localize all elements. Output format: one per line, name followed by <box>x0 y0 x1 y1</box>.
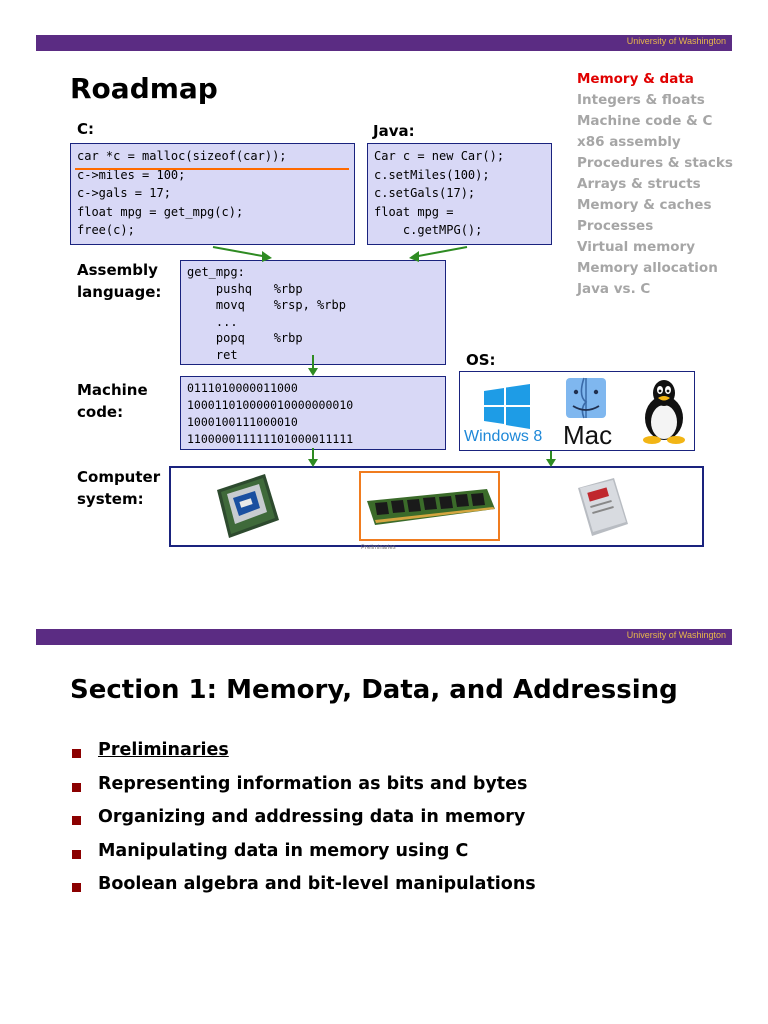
flow-arrows <box>212 246 556 467</box>
code-line: 0111010000011000 <box>187 381 298 395</box>
section-title: Section 1: Memory, Data, and Addressing <box>70 675 678 705</box>
java-code-box: Car c = new Car(); c.setMiles(100); c.setG… <box>367 143 552 245</box>
code-line: 1000100111000010 <box>187 415 298 429</box>
bullet-square <box>72 816 81 825</box>
bullet-item: Organizing and addressing data in memory <box>72 807 536 841</box>
code-line: 110000011111101000011111 <box>187 432 354 446</box>
bullet-square <box>72 883 81 892</box>
cpu-chip-icon <box>217 474 279 538</box>
c-code-box: car *c = malloc(sizeof(car)); c->miles = … <box>70 143 355 245</box>
roadmap-item: Virtual memory <box>577 239 696 255</box>
os-panel: Windows 8 Mac <box>459 371 695 451</box>
header-banner-2: University of Washington <box>36 629 732 645</box>
roadmap-list: Memory & data Integers & floats Machine … <box>577 69 733 300</box>
label-line: Machine <box>77 381 148 399</box>
code-line: ... <box>187 314 238 329</box>
code-line: c->gals = 17; <box>77 186 171 200</box>
bullet-item: Boolean algebra and bit-level manipulati… <box>72 874 536 908</box>
code-line: movq %rsp, %rbp <box>187 298 346 312</box>
bullet-item: Representing information as bits and byt… <box>72 774 536 808</box>
code-line: ret <box>187 347 238 362</box>
roadmap-item: Java vs. C <box>577 281 651 297</box>
bullet-text: Preliminaries <box>98 740 229 760</box>
slide-title: Roadmap <box>70 72 218 105</box>
bullet-text: Manipulating data in memory using C <box>98 840 469 861</box>
roadmap-item: Memory allocation <box>577 260 718 276</box>
roadmap-item: Integers & floats <box>577 92 705 108</box>
java-label: Java: <box>373 122 415 140</box>
header-banner: University of Washington <box>36 35 732 51</box>
bullet-item: Manipulating data in memory using C <box>72 841 536 875</box>
bullet-square <box>72 782 81 792</box>
mac-text: Mac <box>563 420 613 450</box>
code-line: get_mpg: <box>187 265 245 279</box>
label-line: language: <box>77 283 162 301</box>
bullet-square <box>72 849 81 859</box>
code-line: c.setMiles(100); <box>374 167 490 182</box>
machine-code-box: 0111010000011000 100011010000010000000010… <box>180 376 446 450</box>
label-line: Computer <box>77 468 161 486</box>
machine-code-label: Machine code: <box>77 379 148 423</box>
memory-highlight-box <box>359 471 500 541</box>
code-line: c.getMPG(); <box>374 223 483 237</box>
windows-logo-icon <box>484 384 530 429</box>
university-label: University of Washington <box>626 36 726 46</box>
os-label: OS: <box>466 351 496 369</box>
label-line: system: <box>77 490 144 508</box>
roadmap-item: Memory & caches <box>577 197 712 213</box>
label-line: Assembly <box>77 261 158 279</box>
bullet-item: Preliminaries <box>72 740 536 774</box>
arrow-java-to-assembly <box>412 246 468 258</box>
mac-finder-icon <box>566 377 606 419</box>
c-label: C: <box>77 120 95 138</box>
code-line: float mpg = get_mpg(c); <box>77 204 244 219</box>
bullet-square <box>72 749 81 758</box>
code-line: c.setGals(17); <box>374 186 476 200</box>
code-line: pushq %rbp <box>187 281 303 296</box>
code-line: car *c = malloc(sizeof(car)); <box>77 149 287 163</box>
arrow-c-to-assembly <box>212 246 269 258</box>
bullet-text: Boolean algebra and bit-level manipulati… <box>98 874 536 894</box>
slide-footer: Preliminaries <box>361 545 396 551</box>
hardware-panel <box>169 466 704 547</box>
roadmap-item: Processes <box>577 218 654 234</box>
ssd-drive-icon <box>578 478 628 536</box>
computer-system-label: Computer system: <box>77 466 160 510</box>
assembly-label: Assembly language: <box>77 259 161 303</box>
section-bullet-list: Preliminaries Representing information a… <box>72 740 536 908</box>
bullet-text: Representing information as bits and byt… <box>98 773 528 794</box>
code-line: float mpg = <box>374 204 454 219</box>
roadmap-item: Procedures & stacks <box>577 155 733 171</box>
code-line: popq %rbp <box>187 331 303 345</box>
label-line: code: <box>77 403 124 421</box>
bullet-text: Organizing and addressing data in memory <box>98 807 526 827</box>
windows-8-text: Windows 8 <box>464 428 543 445</box>
code-line: free(c); <box>77 223 135 237</box>
roadmap-item: Machine code & C <box>577 113 713 129</box>
roadmap-item: x86 assembly <box>577 134 681 150</box>
code-line: c->miles = 100; <box>77 167 186 182</box>
malloc-underline <box>75 168 349 170</box>
code-line: Car c = new Car(); <box>374 149 505 163</box>
roadmap-item-current: Memory & data <box>577 71 694 87</box>
code-line: 100011010000010000000010 <box>187 398 354 412</box>
roadmap-item: Arrays & structs <box>577 176 701 192</box>
linux-tux-icon <box>643 380 685 444</box>
ram-module-icon <box>367 489 495 525</box>
university-label-2: University of Washington <box>626 630 726 640</box>
